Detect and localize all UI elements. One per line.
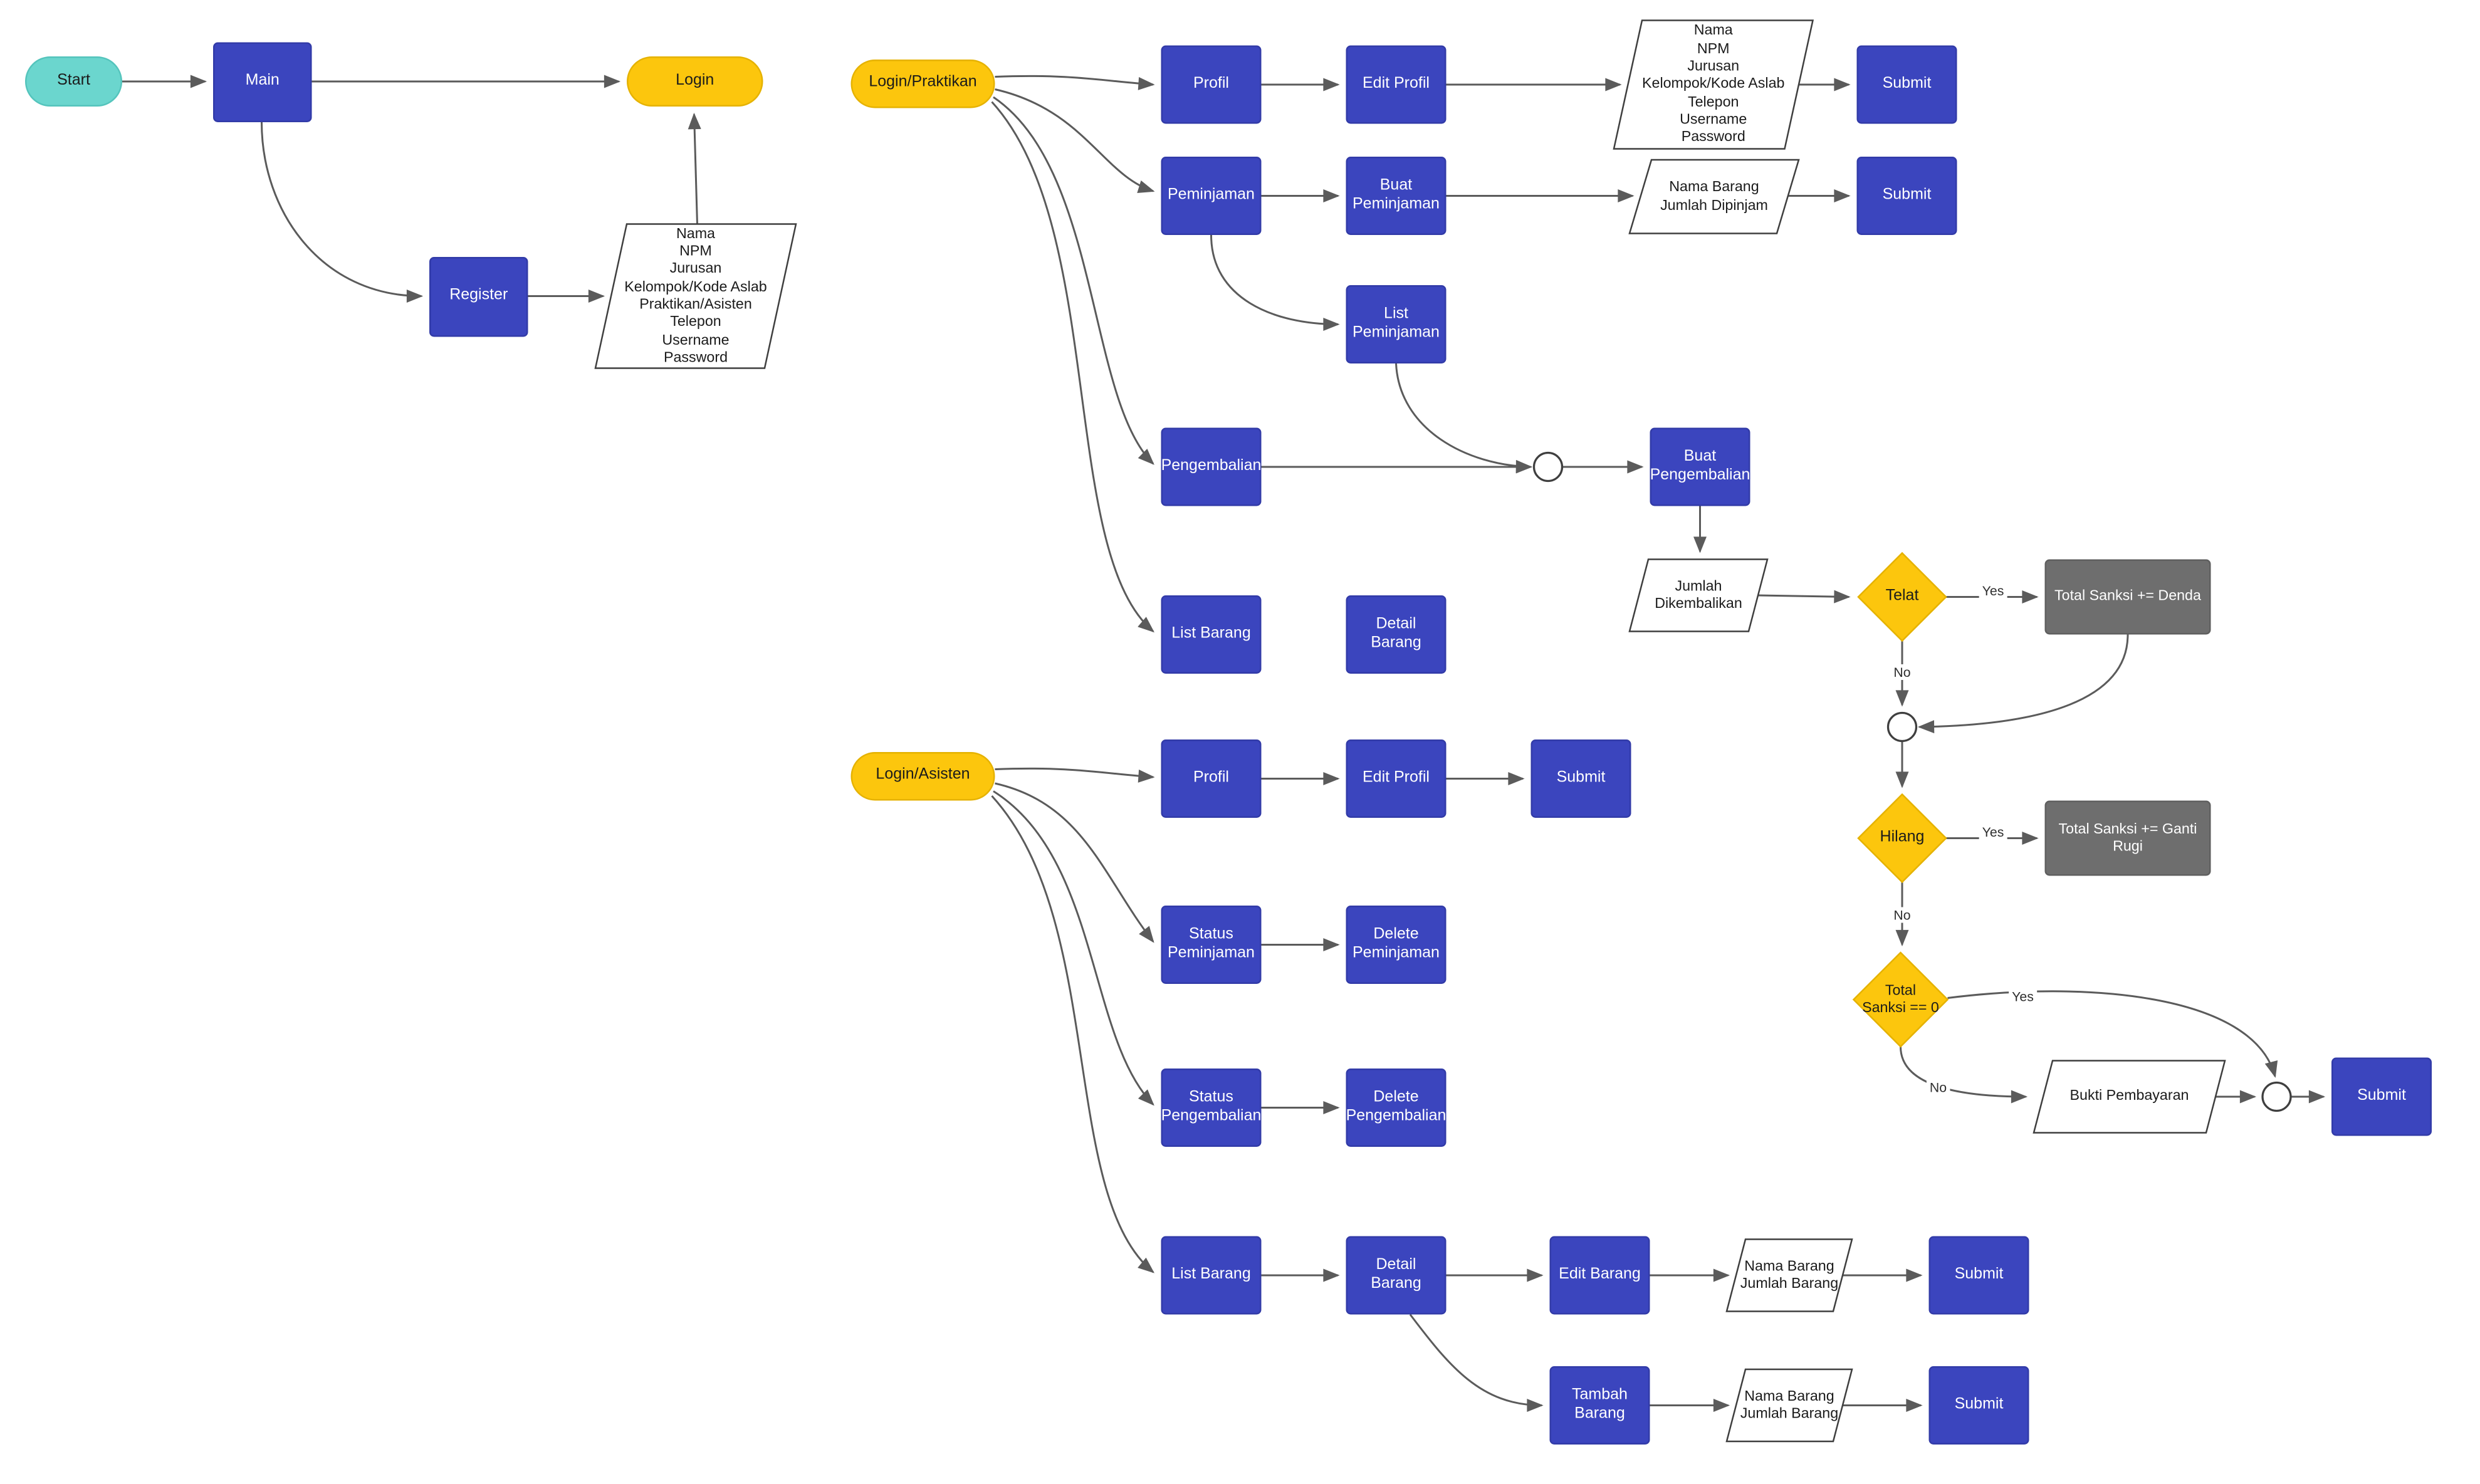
connector-circle-1: [1532, 451, 1564, 483]
jumlah-dikembalikan-parallelogram: [1628, 558, 1769, 632]
node-edit-barang-submit: Submit: [1928, 1236, 2029, 1315]
edge-praktikan-profil: [995, 75, 1155, 90]
profil-form-text: Nama NPM Jurusan Kelompok/Kode Aslab Tel…: [1642, 22, 1785, 145]
edges: [122, 75, 2326, 1412]
tambah-barang-form-parallelogram: [1725, 1368, 1853, 1443]
edge-label-hilang-yes: Yes: [1979, 824, 2007, 840]
edge-label-hilang-no: No: [1890, 907, 1914, 923]
node-asisten-detail-barang: Detail Barang: [1346, 1236, 1447, 1315]
hilang-diamond: [1857, 793, 1947, 884]
total-sanksi-diamond-text: Total Sanksi == 0: [1862, 981, 1939, 1015]
node-asisten-edit-profil: Edit Profil: [1346, 739, 1447, 818]
peminjaman-form-parallelogram: [1628, 159, 1800, 234]
node-main: Main: [213, 42, 312, 122]
edge-label-telat-no: No: [1890, 664, 1914, 680]
node-list-peminjaman: List Peminjaman: [1346, 285, 1447, 363]
edge-asisten-profil: [995, 767, 1155, 783]
bukti-pembayaran-parallelogram: [2033, 1060, 2226, 1134]
edge-jumlah-telat: [1757, 590, 1851, 604]
edge-registerform-login: [688, 112, 701, 224]
total-sanksi-diamond: [1852, 951, 1949, 1048]
jumlah-dikembalikan-text: Jumlah Dikembalikan: [1655, 577, 1742, 611]
node-sanksi-submit: Submit: [2331, 1057, 2432, 1136]
shapes: [594, 19, 2292, 1443]
node-asisten-profil: Profil: [1161, 739, 1262, 818]
connector-circle-2: [1886, 711, 1918, 743]
node-login-praktikan: Login/Praktikan: [850, 60, 995, 108]
peminjaman-form-text: Nama Barang Jumlah Dipinjam: [1660, 179, 1768, 212]
edge-label-sanksi-yes: Yes: [2009, 988, 2037, 1005]
node-status-peminjaman: Status Peminjaman: [1161, 906, 1262, 984]
node-tambah-barang-submit: Submit: [1928, 1366, 2029, 1445]
hilang-diamond-text: Hilang: [1880, 828, 1925, 846]
telat-diamond-text: Telat: [1885, 587, 1919, 605]
node-start: Start: [25, 56, 122, 107]
node-asisten-profil-submit: Submit: [1530, 739, 1631, 818]
edge-denda-circle2: [1917, 634, 2129, 734]
edge-listpeminjaman-circle1: [1395, 363, 1533, 473]
node-buat-pengembalian: Buat Pengembalian: [1650, 427, 1750, 506]
profil-form-parallelogram: [1613, 19, 1814, 150]
node-delete-peminjaman: Delete Peminjaman: [1346, 906, 1447, 984]
edge-asisten-statuspengembalian: [993, 790, 1154, 1106]
connector-circle-3: [2261, 1081, 2292, 1112]
edge-label-sanksi-no: No: [1926, 1079, 1950, 1095]
node-buat-peminjaman: Buat Peminjaman: [1346, 157, 1447, 235]
node-praktikan-edit-profil: Edit Profil: [1346, 45, 1447, 124]
edge-main-register: [261, 122, 424, 303]
node-register: Register: [429, 257, 528, 337]
edge-label-telat-yes: Yes: [1979, 583, 2007, 598]
edge-sanksi0-bukti-no: [1900, 1046, 2028, 1104]
edit-barang-form-parallelogram: [1725, 1238, 1853, 1312]
edge-asisten-listbarang: [991, 795, 1155, 1273]
node-login-asisten: Login/Asisten: [850, 752, 995, 801]
node-login: Login: [627, 56, 763, 107]
edge-peminjaman-listpeminjaman: [1210, 234, 1340, 331]
edge-praktikan-peminjaman: [995, 88, 1155, 193]
node-peminjaman: Peminjaman: [1161, 157, 1262, 235]
edge-praktikan-pengembalian: [993, 96, 1154, 465]
node-sanksi-ganti-rugi: Total Sanksi += Ganti Rugi: [2044, 800, 2211, 876]
register-form-text: Nama NPM Jurusan Kelompok/Kode Aslab Pra…: [624, 225, 767, 365]
node-delete-pengembalian: Delete Pengembalian: [1346, 1069, 1447, 1147]
edge-detail-tambahbarang: [1409, 1314, 1544, 1412]
tambah-barang-form-text: Nama Barang Jumlah Barang: [1740, 1387, 1839, 1421]
node-asisten-list-barang: List Barang: [1161, 1236, 1262, 1315]
register-form-parallelogram: [594, 223, 797, 369]
node-tambah-barang: Tambah Barang: [1549, 1366, 1650, 1445]
node-praktikan-detail-barang: Detail Barang: [1346, 595, 1447, 674]
node-status-pengembalian: Status Pengembalian: [1161, 1069, 1262, 1147]
edit-barang-form-text: Nama Barang Jumlah Barang: [1740, 1257, 1839, 1291]
node-praktikan-profil-submit: Submit: [1856, 45, 1957, 124]
telat-diamond: [1857, 551, 1947, 642]
edge-praktikan-listbarang: [991, 101, 1154, 633]
edge-asisten-statuspeminjaman: [995, 782, 1154, 943]
bukti-pembayaran-text: Bukti Pembayaran: [2069, 1087, 2189, 1104]
node-praktikan-list-barang: List Barang: [1161, 595, 1262, 674]
node-pengembalian: Pengembalian: [1161, 427, 1262, 506]
node-edit-barang: Edit Barang: [1549, 1236, 1650, 1315]
node-praktikan-profil: Profil: [1161, 45, 1262, 124]
node-sanksi-denda: Total Sanksi += Denda: [2044, 559, 2211, 635]
node-peminjaman-submit: Submit: [1856, 157, 1957, 235]
edge-sanksi0-circle3-yes: [1947, 990, 2278, 1079]
